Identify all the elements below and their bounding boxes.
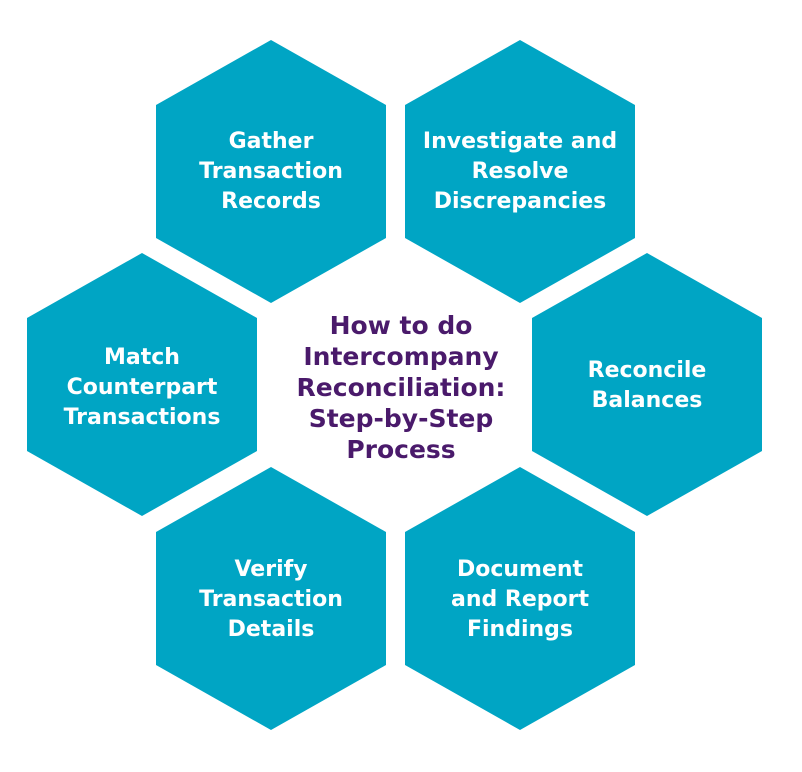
hex-reconcile — [532, 253, 762, 516]
title-line: Process — [346, 435, 456, 464]
step-line: Details — [227, 617, 315, 642]
step-label-document: Document and Report Findings — [420, 555, 620, 645]
step-line: Resolve — [471, 159, 569, 184]
hex-document — [405, 467, 635, 730]
hex-match — [27, 253, 257, 516]
step-line: and Report — [450, 587, 589, 612]
step-line: Match — [104, 345, 180, 370]
step-line: Verify — [234, 557, 308, 582]
step-line: Transaction — [199, 587, 343, 612]
step-line: Records — [221, 189, 321, 214]
step-line: Transaction — [199, 159, 343, 184]
hex-investigate — [405, 40, 635, 303]
title-line: Step-by-Step — [308, 404, 494, 433]
step-label-gather: Gather Transaction Records — [171, 127, 371, 217]
step-line: Findings — [466, 617, 574, 642]
step-line: Gather — [228, 129, 314, 154]
step-line: Counterpart — [66, 375, 218, 400]
title-line: How to do — [329, 311, 473, 340]
step-line: Transactions — [63, 405, 221, 430]
diagram-title: How to do Intercompany Reconciliation: S… — [261, 310, 541, 465]
title-line: Reconciliation: — [296, 373, 506, 402]
step-label-investigate: Investigate and Resolve Discrepancies — [420, 127, 620, 217]
step-line: Balances — [591, 388, 703, 413]
hex-verify — [156, 467, 386, 730]
step-label-match: Match Counterpart Transactions — [42, 343, 242, 433]
hex-gather — [156, 40, 386, 303]
step-label-reconcile: Reconcile Balances — [547, 356, 747, 416]
step-line: Investigate and — [422, 129, 618, 154]
step-line: Reconcile — [587, 358, 707, 383]
step-line: Discrepancies — [433, 189, 607, 214]
title-line: Intercompany — [303, 342, 499, 371]
step-line: Document — [456, 557, 584, 582]
step-label-verify: Verify Transaction Details — [171, 555, 371, 645]
